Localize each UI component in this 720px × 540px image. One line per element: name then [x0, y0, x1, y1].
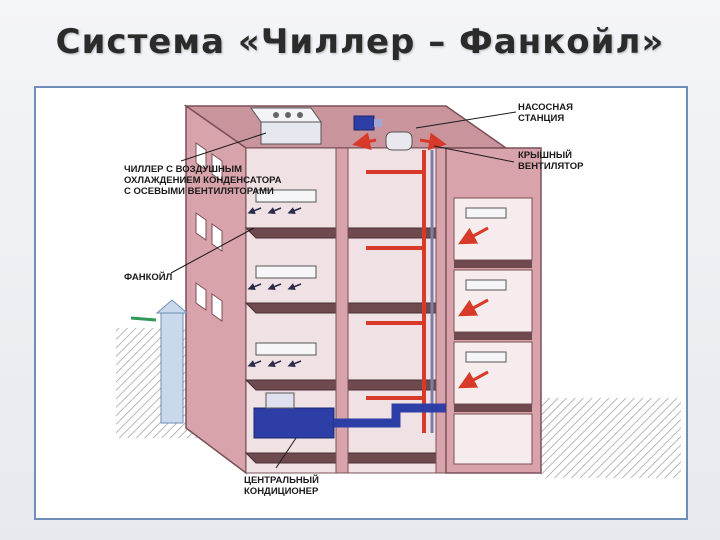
central-ac: [253, 392, 335, 439]
slide-title: Система «Чиллер – Фанкойл»: [55, 22, 665, 62]
fancoil-airflow: [247, 207, 302, 368]
label-fancoil: ФАНКОЙЛ: [124, 271, 173, 283]
diagram-frame: НАСОСНАЯ СТАНЦИЯ КРЫШНЫЙ ВЕНТИЛЯТОР ЧИЛЛ…: [34, 86, 688, 520]
partitions: [335, 147, 447, 474]
right-block-rooms: [453, 197, 533, 465]
right-block-floors: [454, 260, 532, 412]
label-roof-fan: КРЫШНЫЙ ВЕНТИЛЯТОР: [518, 149, 584, 172]
right-fancoils: [458, 207, 507, 389]
leader-lines: [170, 111, 517, 469]
building-diagram: НАСОСНАЯ СТАНЦИЯ КРЫШНЫЙ ВЕНТИЛЯТОР ЧИЛЛ…: [116, 102, 681, 497]
label-central-ac: ЦЕНТРАЛЬНЫЙ КОНДИЦИОНЕР: [244, 474, 322, 497]
ground-right: [541, 398, 681, 478]
facade-windows: [195, 142, 223, 322]
pump-station: [353, 115, 382, 131]
fancoil-units: [255, 189, 317, 356]
label-pump-station: НАСОСНАЯ СТАНЦИЯ: [518, 102, 576, 124]
label-chiller: ЧИЛЛЕР С ВОЗДУШНЫМ ОХЛАЖДЕНИЕМ КОНДЕНСАТ…: [124, 164, 284, 197]
chiller-unit: [250, 107, 322, 145]
roof-fan: [352, 131, 447, 151]
supply-pipes: [366, 150, 426, 433]
air-ducts: [334, 403, 446, 428]
air-intake-shaft: [130, 299, 189, 424]
